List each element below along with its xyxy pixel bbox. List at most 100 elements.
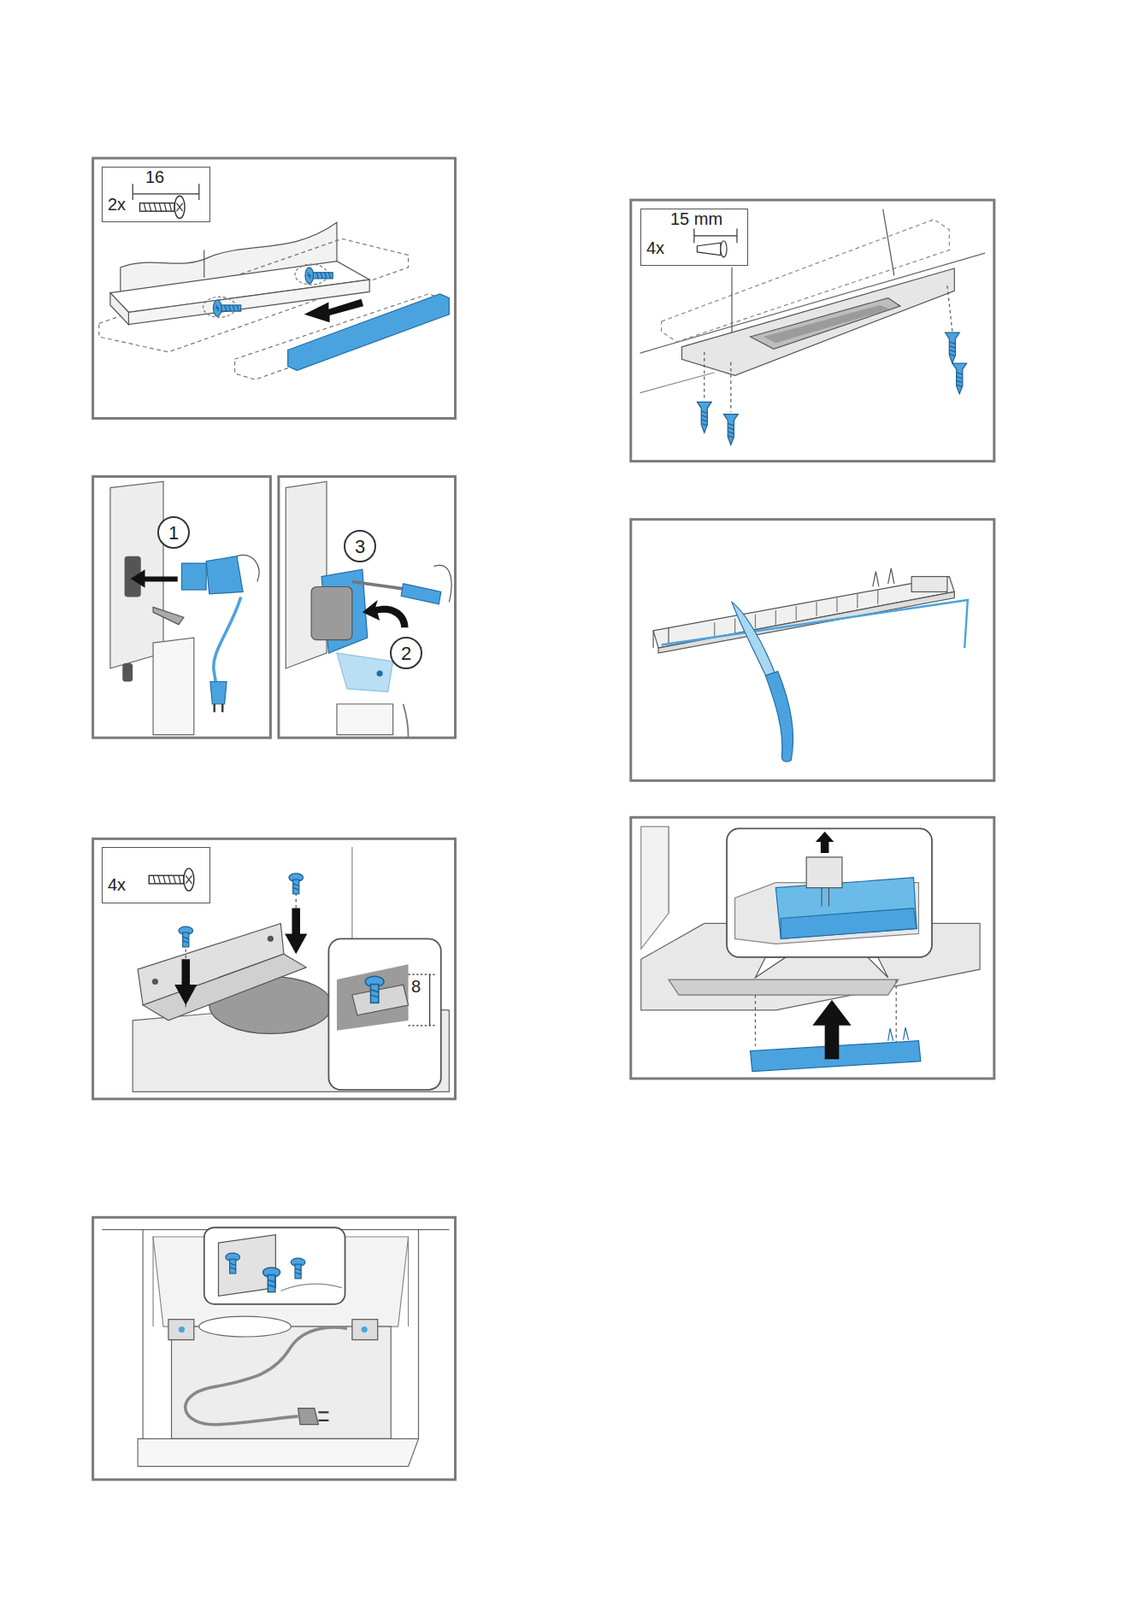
panel-plug-part <box>153 607 184 625</box>
panel-cut-grille-part <box>765 672 793 763</box>
panel-bracket-part <box>178 926 194 948</box>
panel-cover-part <box>352 582 404 590</box>
panel-cut-grille-part <box>653 577 955 649</box>
panel-installed-part <box>290 1258 306 1280</box>
panel-insert-grille-part <box>668 979 899 996</box>
panel-strip-mount-part <box>213 300 242 317</box>
panel-cut-grille-part <box>630 519 995 782</box>
panel-trim-screws-part <box>945 332 961 364</box>
callout-number: 2 <box>389 636 423 670</box>
panel-plug-part <box>236 554 260 582</box>
panel-plug-part <box>182 563 207 590</box>
panel-trim-screws-part <box>694 235 737 236</box>
panel-trim-screws-part <box>640 372 715 394</box>
panel-installed-part <box>137 1438 419 1467</box>
panel-cut-grille-part <box>661 600 968 649</box>
panel-cover <box>278 477 456 739</box>
panel-insert-grille-part <box>806 857 843 889</box>
panel-strip-mount <box>93 158 456 419</box>
panel-plug <box>93 477 272 739</box>
panel-insert-grille-part <box>821 888 829 907</box>
panel-bracket-part <box>142 892 195 894</box>
panel-trim-screws-part <box>730 362 732 413</box>
panel-installed-part <box>318 1412 329 1421</box>
panel-installed-part <box>142 1230 144 1440</box>
panel-cover-part <box>400 583 442 605</box>
panel-bracket-part <box>352 984 409 1016</box>
panel-bracket-part <box>429 974 431 1026</box>
panel-insert-grille-part <box>754 995 756 1047</box>
panel-installed-part <box>225 1253 241 1274</box>
panel-trim-screws-part <box>763 305 891 343</box>
panel-installed-part <box>152 1237 154 1327</box>
panel-bracket-part <box>328 938 441 1091</box>
panel-plug-part <box>153 637 195 735</box>
panel-strip-mount-part <box>235 294 450 380</box>
panel-bracket-part <box>267 936 274 943</box>
panel-strip-mount-part <box>288 294 450 372</box>
panel-bracket-part <box>288 873 304 895</box>
spec-text: 4x <box>646 238 665 259</box>
panel-installed <box>93 1217 456 1480</box>
panel-cut-grille-part <box>731 601 776 680</box>
panel-cover-part <box>433 565 452 602</box>
panel-trim-screws-part <box>720 241 727 258</box>
panel-cover-part <box>336 704 394 736</box>
panel-trim-screws-part <box>883 209 895 277</box>
panel-installed-part <box>263 1267 281 1293</box>
panel-installed-part <box>168 1320 195 1341</box>
panel-installed-part <box>218 1235 276 1298</box>
panel-cut-grille-part <box>872 568 895 587</box>
panel-bracket-part <box>408 1025 437 1026</box>
spec-text: 2x <box>107 194 126 215</box>
panel-trim-screws-part <box>723 414 738 446</box>
panel-cover-part <box>336 653 394 692</box>
panel-cover-part <box>362 600 409 628</box>
callout-number: 3 <box>343 530 377 563</box>
panel-bracket <box>93 838 456 1099</box>
panel-plug-part <box>93 477 272 739</box>
panel-insert-grille-part <box>780 908 917 940</box>
callout-text: 2 <box>400 643 412 664</box>
panel-bracket-part <box>284 908 307 956</box>
panel-bracket-part <box>336 964 409 1032</box>
panel-trim-screws <box>630 200 995 462</box>
panel-plug-part <box>130 569 178 588</box>
panel-trim-screws-part <box>682 268 956 376</box>
panel-trim-screws-part <box>693 228 695 243</box>
panel-trim-screws-part <box>947 285 953 332</box>
panel-insert-grille <box>630 817 995 1079</box>
panel-plug-part <box>206 556 243 595</box>
panel-installed-part <box>93 1217 456 1480</box>
panel-insert-grille-part <box>630 817 995 1079</box>
panel-insert-grille-part <box>815 831 834 854</box>
panel-cut-grille-part <box>658 591 955 654</box>
spec-text: 16 <box>145 167 165 188</box>
panel-strip-mount-part <box>132 183 134 201</box>
panel-bracket-part <box>365 976 384 1003</box>
panel-strip-mount-part <box>132 193 200 195</box>
callout-text: 3 <box>354 536 366 557</box>
panel-strip-mount-part <box>198 183 200 201</box>
callout-number: 1 <box>157 516 190 549</box>
panel-trim-screws-part <box>736 228 737 243</box>
panel-insert-grille-part <box>726 828 932 957</box>
panel-cover-part <box>311 586 353 640</box>
panel-cover-part <box>377 670 384 677</box>
panel-trim-screws-part <box>630 200 995 462</box>
panel-trim-screws-part <box>952 363 967 395</box>
panel-strip-mount-part <box>128 279 370 325</box>
panel-installed-part <box>280 1284 342 1292</box>
panel-insert-grille-part <box>641 826 669 950</box>
panel-installed-part <box>418 1230 419 1440</box>
panel-strip-mount-part <box>304 299 364 323</box>
dimension-label: 8 <box>411 977 421 997</box>
panel-strip-mount-part <box>110 293 129 325</box>
screw-spec-box: 16 2x <box>101 166 211 223</box>
panel-trim-screws-part <box>696 401 712 433</box>
panel-strip-mount-part <box>203 250 205 278</box>
panel-bracket-part <box>142 954 307 1021</box>
panel-installed-part <box>199 1316 291 1338</box>
